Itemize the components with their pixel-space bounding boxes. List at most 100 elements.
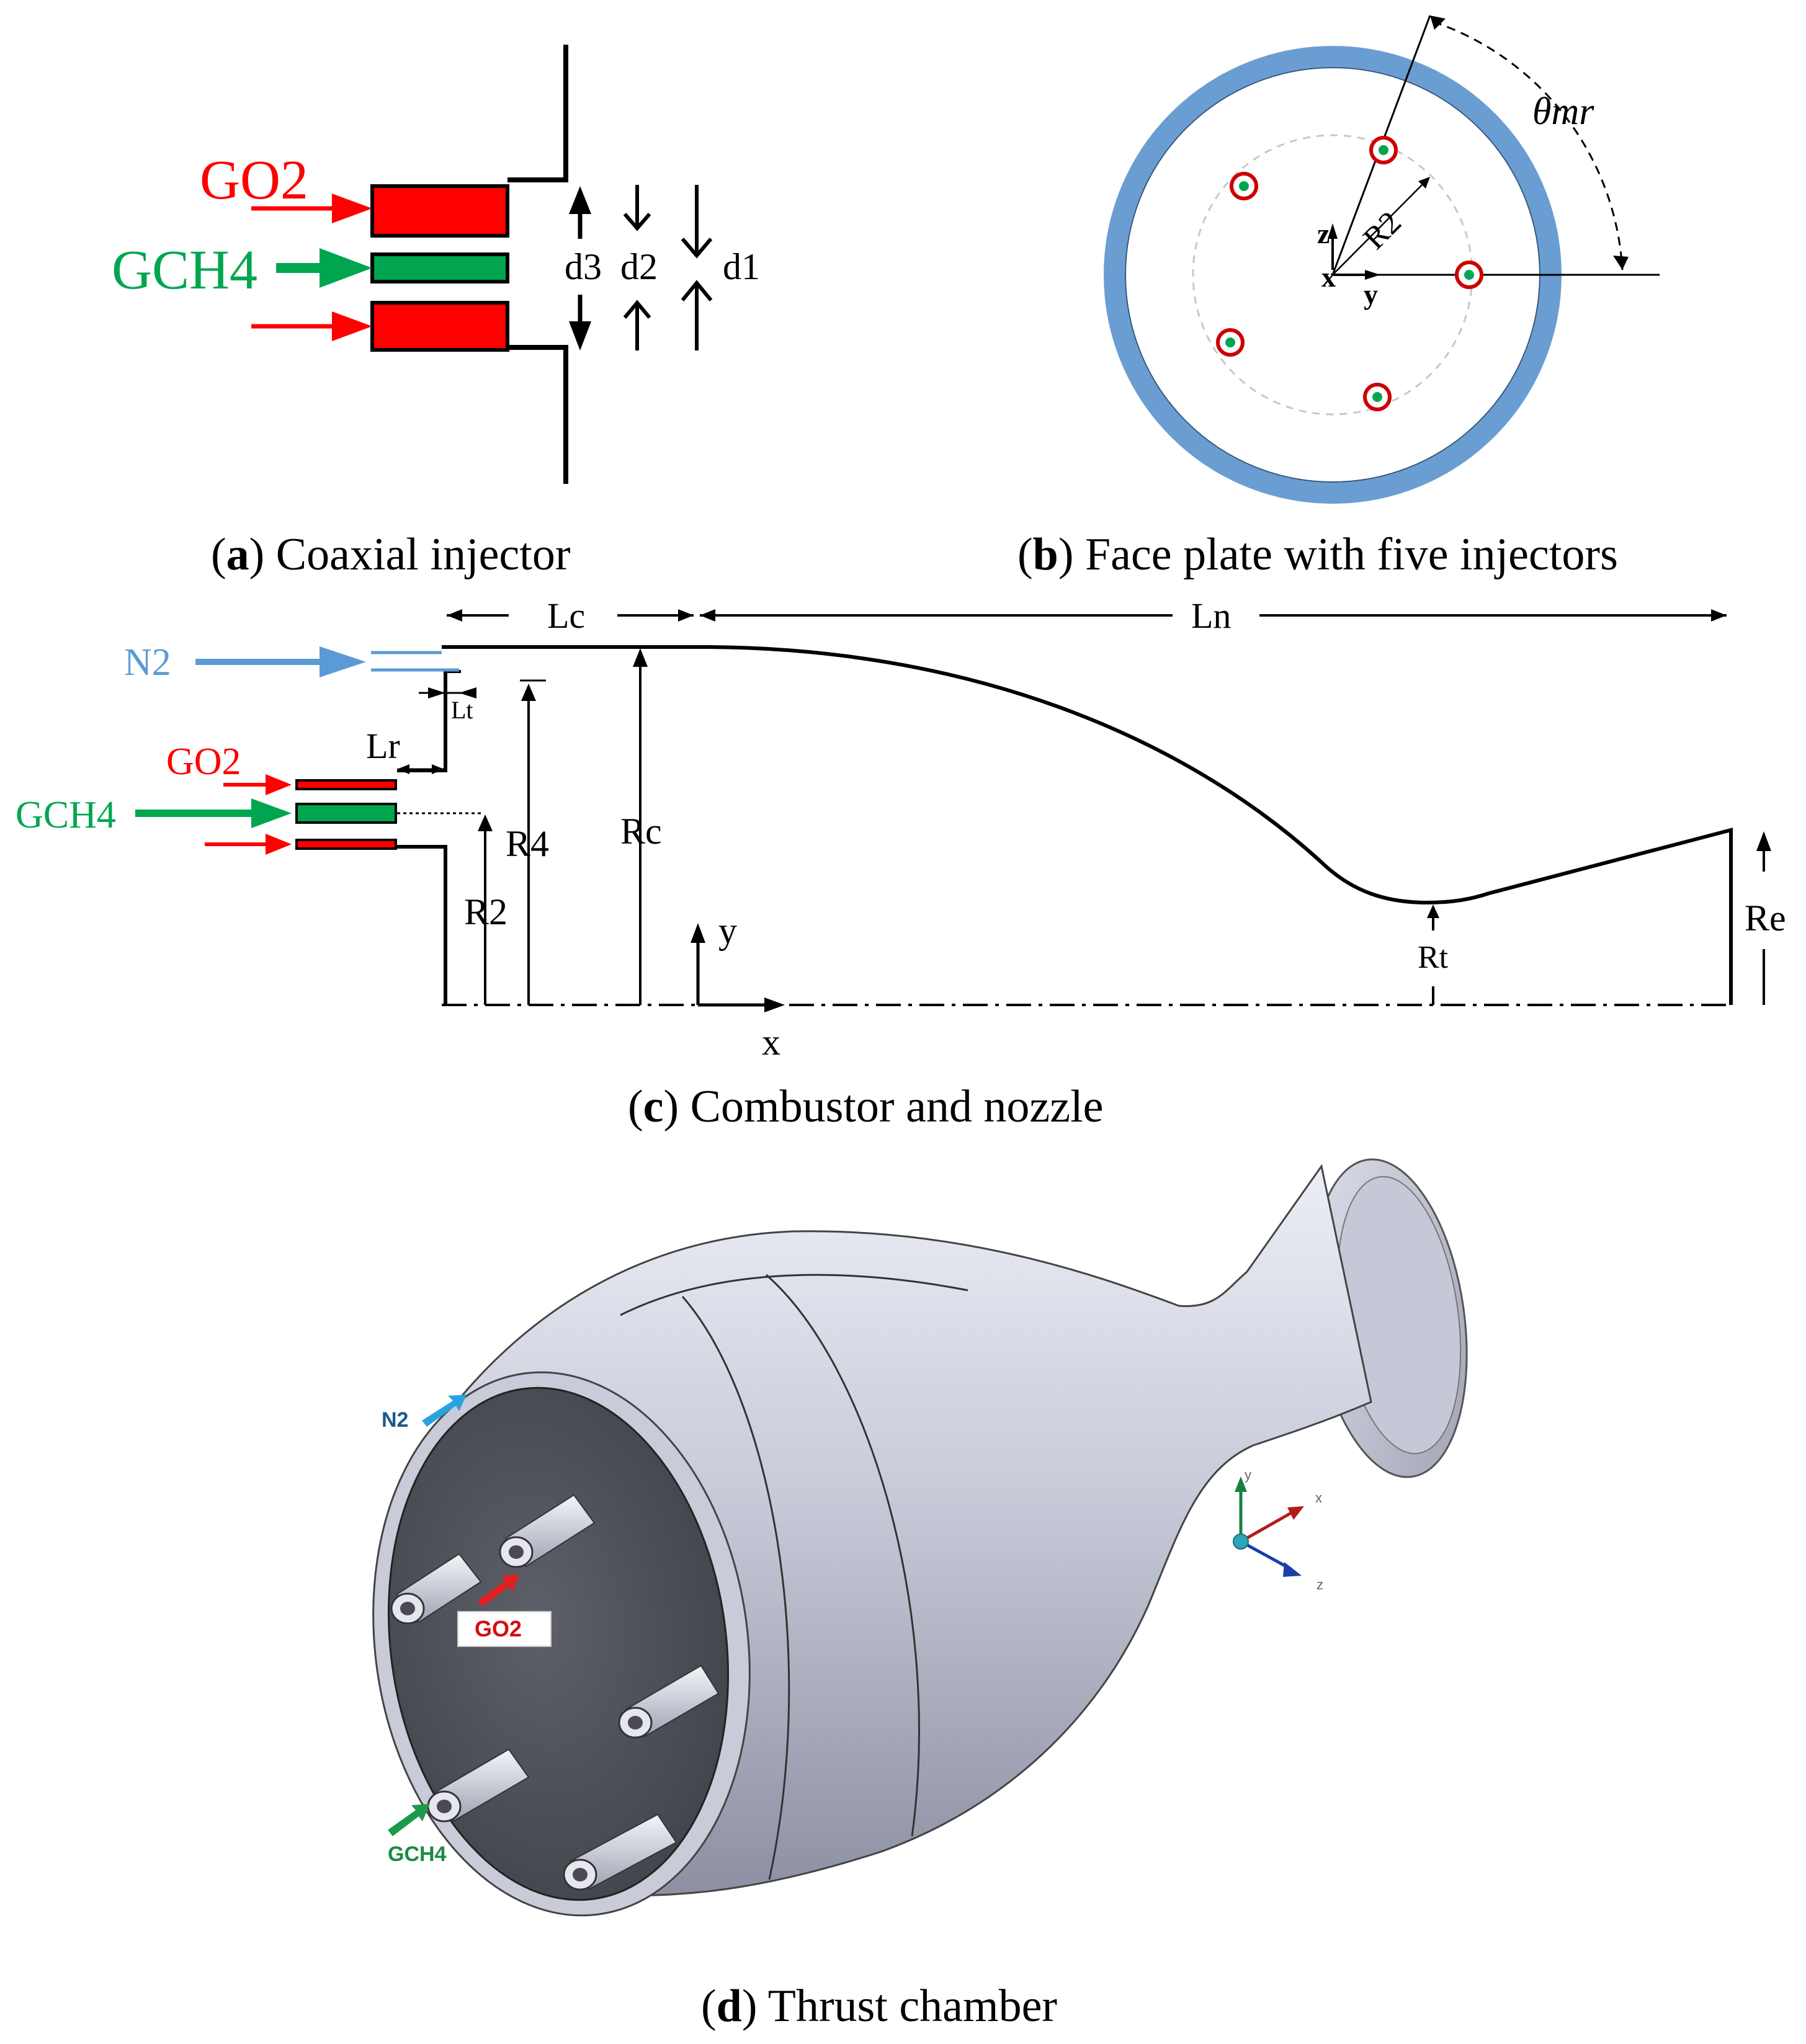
r2-arrow bbox=[1332, 179, 1428, 275]
axis-z-arrowhead bbox=[1328, 223, 1338, 239]
go2-label: GO2 bbox=[475, 1616, 522, 1641]
triad-z-label: z bbox=[1317, 1577, 1323, 1592]
body-top-edge bbox=[620, 1274, 968, 1316]
oxidizer-channel-bottom bbox=[370, 301, 509, 352]
re-arrowhead bbox=[1756, 831, 1771, 851]
r2-arrowhead bbox=[478, 814, 493, 831]
lr-arrowhead-right bbox=[432, 764, 444, 774]
injector-markers bbox=[1216, 136, 1483, 411]
r4-label: R4 bbox=[506, 823, 549, 864]
gch4-arrow-head bbox=[320, 248, 372, 288]
axis-x-label: x bbox=[762, 1022, 780, 1063]
axis-y-arrowhead bbox=[691, 923, 705, 943]
gch4-label: GCH4 bbox=[16, 794, 116, 836]
r2-label: R2 bbox=[464, 891, 507, 932]
axis-y-label: y bbox=[1364, 279, 1378, 310]
injector-marker bbox=[1363, 383, 1392, 411]
rt-arrowhead bbox=[1427, 904, 1439, 918]
go2-arrow-head-bottom bbox=[266, 834, 292, 855]
d2-label: d2 bbox=[620, 246, 658, 287]
r4-arrowhead bbox=[521, 684, 536, 701]
panel-a-coaxial-injector: GO2 GCH4 d3 d2 d1 (a) Coaxial injector bbox=[112, 45, 760, 580]
go2-label: GO2 bbox=[166, 741, 241, 783]
oxidizer-tube-top bbox=[295, 779, 397, 790]
re-label: Re bbox=[1745, 898, 1786, 939]
triad-x-label: x bbox=[1315, 1490, 1322, 1506]
fuel-channel bbox=[370, 252, 509, 283]
injector-wall bbox=[507, 45, 568, 484]
n2-arrow-head bbox=[320, 646, 366, 677]
panel-b-face-plate: θmr R2 bbox=[1017, 15, 1660, 580]
injector-marker bbox=[1216, 328, 1245, 357]
panel-a-caption: (a) Coaxial injector bbox=[211, 529, 570, 580]
panel-c-combustor-nozzle: Lc Ln N2 GO2 GCH4 Lt bbox=[16, 596, 1786, 1132]
lt-arrowhead-left bbox=[428, 687, 445, 698]
theta-arrowhead-top bbox=[1430, 16, 1446, 30]
lc-label: Lc bbox=[547, 596, 585, 636]
oxidizer-channel-top bbox=[370, 184, 509, 238]
triad-y-label: y bbox=[1245, 1467, 1251, 1483]
injector-marker bbox=[1369, 136, 1398, 164]
r2-label: R2 bbox=[1357, 205, 1408, 256]
go2-arrow-head bbox=[332, 194, 372, 223]
go2-flow-arrow bbox=[478, 1574, 520, 1607]
oxidizer-tube-bottom bbox=[295, 839, 397, 850]
d1-label: d1 bbox=[723, 246, 760, 287]
body-seam-1 bbox=[766, 1274, 920, 1837]
theta-label: θmr bbox=[1532, 91, 1594, 133]
panel-d-thrust-chamber: N2 GO2 GCH4 y x z (d) Thrust chamber bbox=[372, 1158, 1468, 2032]
fuel-tube bbox=[295, 803, 397, 824]
ln-arrowhead-left bbox=[700, 609, 715, 622]
lr-arrowhead-left bbox=[397, 764, 409, 774]
n2-label: N2 bbox=[382, 1408, 408, 1432]
injector-face-step bbox=[397, 669, 461, 1005]
d3-arrowhead-down bbox=[569, 321, 591, 350]
panel-b-caption: (b) Face plate with five injectors bbox=[1017, 529, 1618, 580]
axis-y-label: y bbox=[718, 910, 737, 951]
gch4-flow-arrow bbox=[388, 1804, 430, 1836]
go2-arrow-head bbox=[266, 774, 292, 795]
body-seam-2 bbox=[681, 1296, 790, 1880]
gch4-label: GCH4 bbox=[388, 1842, 447, 1866]
ln-arrowhead-right bbox=[1711, 609, 1727, 622]
injector-tube bbox=[390, 1553, 482, 1625]
gch4-arrow-head bbox=[251, 798, 292, 828]
n2-label: N2 bbox=[124, 641, 171, 684]
lt-arrowhead-right bbox=[459, 687, 476, 698]
go2-label: GO2 bbox=[200, 150, 308, 211]
n2-flow-arrow bbox=[422, 1395, 467, 1427]
injector-tube bbox=[618, 1664, 720, 1739]
d2-arrow-bottom bbox=[623, 300, 651, 350]
go2-arrow-head-bottom bbox=[332, 311, 372, 341]
gch4-label: GCH4 bbox=[112, 239, 257, 301]
lr-label: Lr bbox=[366, 726, 400, 766]
theta-arrowhead-bottom bbox=[1613, 256, 1629, 270]
n2-slot-lines bbox=[371, 651, 459, 672]
injector-marker bbox=[1455, 261, 1483, 289]
chamber-nozzle-contour bbox=[442, 645, 1733, 1005]
d1-arrow-bottom bbox=[681, 280, 713, 350]
injector-tube bbox=[563, 1813, 677, 1891]
rc-arrowhead bbox=[633, 648, 648, 667]
injector-marker bbox=[1230, 172, 1258, 200]
lc-arrowhead-right bbox=[678, 609, 694, 622]
d3-arrowhead-up bbox=[569, 186, 591, 214]
lc-arrowhead-left bbox=[447, 609, 462, 622]
injector-tubes bbox=[390, 1494, 720, 1891]
cad-axis-triad: y x z bbox=[1233, 1467, 1323, 1592]
axis-x-arrowhead bbox=[764, 997, 785, 1012]
rt-label: Rt bbox=[1418, 940, 1449, 975]
panel-d-caption: (d) Thrust chamber bbox=[701, 1981, 1057, 2032]
d1-arrow-top bbox=[681, 185, 713, 259]
injector-tube bbox=[499, 1494, 596, 1568]
injector-tube bbox=[427, 1748, 530, 1823]
axis-y-arrowhead bbox=[1365, 270, 1380, 280]
panel-c-caption: (c) Combustor and nozzle bbox=[628, 1081, 1104, 1132]
rc-label: Rc bbox=[620, 811, 662, 852]
axis-z-label: z bbox=[1317, 218, 1330, 249]
d3-label: d3 bbox=[565, 246, 602, 287]
theta-arc bbox=[1433, 20, 1624, 270]
axis-x-label: x bbox=[1321, 261, 1336, 293]
r2-arrowhead bbox=[1418, 177, 1430, 189]
